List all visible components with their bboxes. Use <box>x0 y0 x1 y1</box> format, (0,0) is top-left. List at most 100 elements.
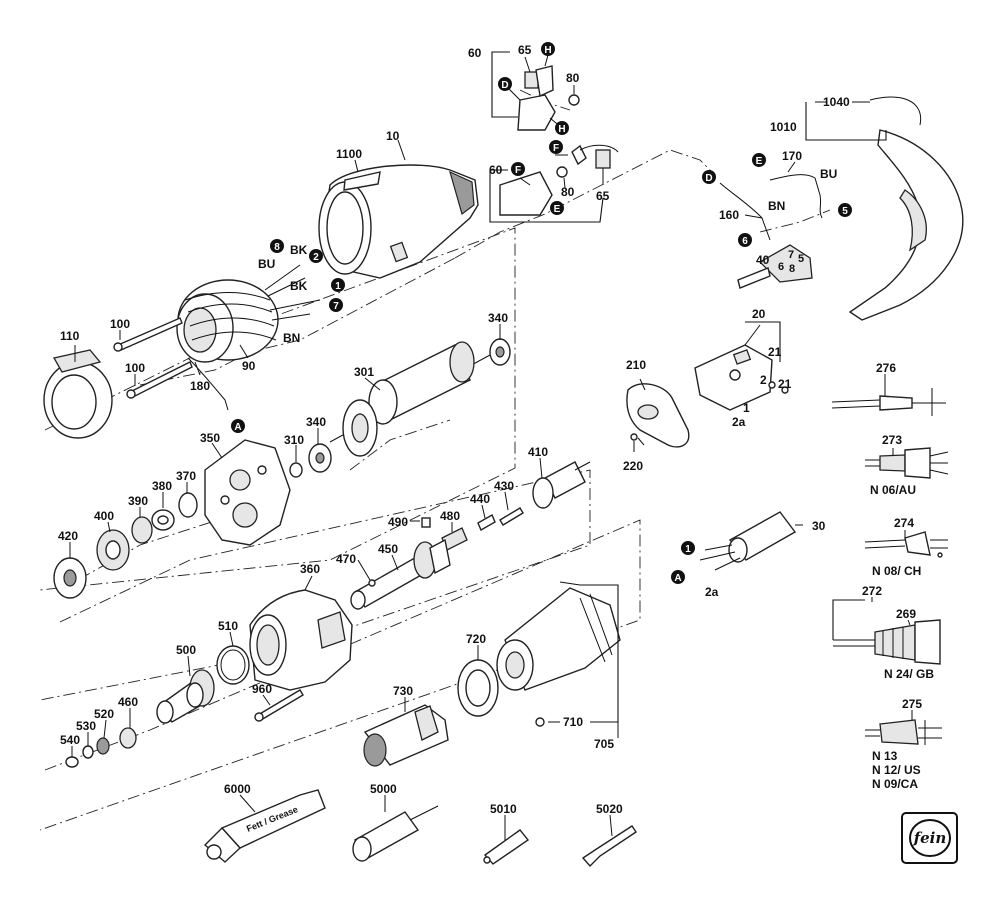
wire-label-bk-lower: BK <box>290 279 308 293</box>
label-272: 272 <box>862 584 882 598</box>
marker-d-right: D <box>702 170 716 184</box>
cord-275 <box>865 719 942 745</box>
svg-text:H: H <box>544 45 551 56</box>
handle-cover <box>848 96 964 321</box>
variant-n08-ch: N 08/ CH <box>872 564 921 578</box>
marker-h-mid: H <box>555 121 569 135</box>
brush-holder-lower <box>499 144 619 216</box>
label-220: 220 <box>623 459 643 473</box>
label-210: 210 <box>626 358 646 372</box>
label-310: 310 <box>284 433 304 447</box>
switch-wiring <box>719 174 823 289</box>
label-1040: 1040 <box>823 95 850 109</box>
washer-530 <box>82 745 94 759</box>
label-1: 1 <box>743 401 750 415</box>
wire-label-bn-coil: BN <box>283 331 300 345</box>
ball-710 <box>535 717 545 727</box>
clutch-410 <box>532 461 591 509</box>
plug-variant-labels: N 06/AU N 08/ CH N 24/ GB N 13 N 12/ US … <box>870 483 934 791</box>
ball-470 <box>368 579 376 587</box>
label-65-upper: 65 <box>518 43 532 57</box>
bit-5010 <box>483 829 530 865</box>
field-screws <box>113 317 193 399</box>
marker-h-top: H <box>541 42 555 56</box>
label-30: 30 <box>812 519 826 533</box>
svg-text:F: F <box>553 143 559 154</box>
ball-490 <box>421 517 431 528</box>
label-710: 710 <box>563 715 583 729</box>
part-460 <box>119 727 137 749</box>
svg-text:E: E <box>554 204 561 215</box>
marker-5: 5 <box>838 203 852 217</box>
label-10: 10 <box>386 129 400 143</box>
label-360: 360 <box>300 562 320 576</box>
svg-text:8: 8 <box>274 242 280 253</box>
label-380: 380 <box>152 479 172 493</box>
hex-key-5020 <box>581 825 637 868</box>
label-100-upper: 100 <box>110 317 130 331</box>
svg-text:1: 1 <box>335 281 341 292</box>
wire-color-labels: BU BK BK BN BU BN <box>258 167 837 345</box>
gear-390 <box>131 516 153 544</box>
label-410: 410 <box>528 445 548 459</box>
field-coil <box>176 264 321 363</box>
svg-text:F: F <box>515 165 521 176</box>
svg-text:A: A <box>234 422 241 433</box>
label-21-upper: 21 <box>768 345 782 359</box>
label-275: 275 <box>902 697 922 711</box>
label-80-lower: 80 <box>561 185 575 199</box>
variant-n09-ca: N 09/CA <box>872 777 918 791</box>
marker-a: A <box>231 419 245 433</box>
marker-e-low: E <box>550 201 564 215</box>
spindle-450 <box>350 538 451 610</box>
chuck-730 <box>363 704 449 767</box>
label-430: 430 <box>494 479 514 493</box>
wire-180 <box>187 357 229 411</box>
label-720: 720 <box>466 632 486 646</box>
label-1010: 1010 <box>770 120 797 134</box>
variant-n13: N 13 <box>872 749 898 763</box>
ring-540 <box>65 756 79 768</box>
label-301: 301 <box>354 365 374 379</box>
marker-d-top: D <box>498 77 512 91</box>
label-65-lower: 65 <box>596 189 610 203</box>
marker-2: 2 <box>309 249 323 263</box>
grip-210 <box>626 383 690 448</box>
label-2: 2 <box>760 373 767 387</box>
pin-440 <box>477 514 496 531</box>
svg-text:H: H <box>558 124 565 135</box>
variant-n06-au: N 06/AU <box>870 483 916 497</box>
gear-housing <box>249 589 353 691</box>
label-5010: 5010 <box>490 802 517 816</box>
label-80-upper: 80 <box>566 71 580 85</box>
label-420: 420 <box>58 529 78 543</box>
wire-label-bk-upper: BK <box>290 243 308 257</box>
label-350: 350 <box>200 431 220 445</box>
label-1100: 1100 <box>336 147 362 161</box>
connection-markers: 8 2 1 7 A H D H F F E E D 5 6 1 A <box>231 42 852 584</box>
label-2a-cap: 2a <box>705 585 719 599</box>
washer-310 <box>289 462 303 478</box>
switch-pin-6: 6 <box>778 261 784 273</box>
label-40: 40 <box>756 253 770 267</box>
label-274: 274 <box>894 516 914 530</box>
marker-1-cap: 1 <box>681 541 695 555</box>
switch-pin-5: 5 <box>798 253 804 265</box>
label-276: 276 <box>876 361 896 375</box>
label-960: 960 <box>252 682 272 696</box>
label-540: 540 <box>60 733 80 747</box>
label-170: 170 <box>782 149 802 163</box>
marker-7: 7 <box>329 298 343 312</box>
svg-text:A: A <box>674 573 681 584</box>
wire-label-bn-switch: BN <box>768 199 785 213</box>
wire-label-bu-coil: BU <box>258 257 275 271</box>
capacitor-30 <box>699 511 797 571</box>
armature <box>329 341 491 457</box>
label-370: 370 <box>176 469 196 483</box>
label-490: 490 <box>388 515 408 529</box>
svg-text:D: D <box>501 80 508 91</box>
svg-text:7: 7 <box>333 301 339 312</box>
bit-holder-5000 <box>352 805 439 862</box>
wire-label-bu-switch: BU <box>820 167 837 181</box>
